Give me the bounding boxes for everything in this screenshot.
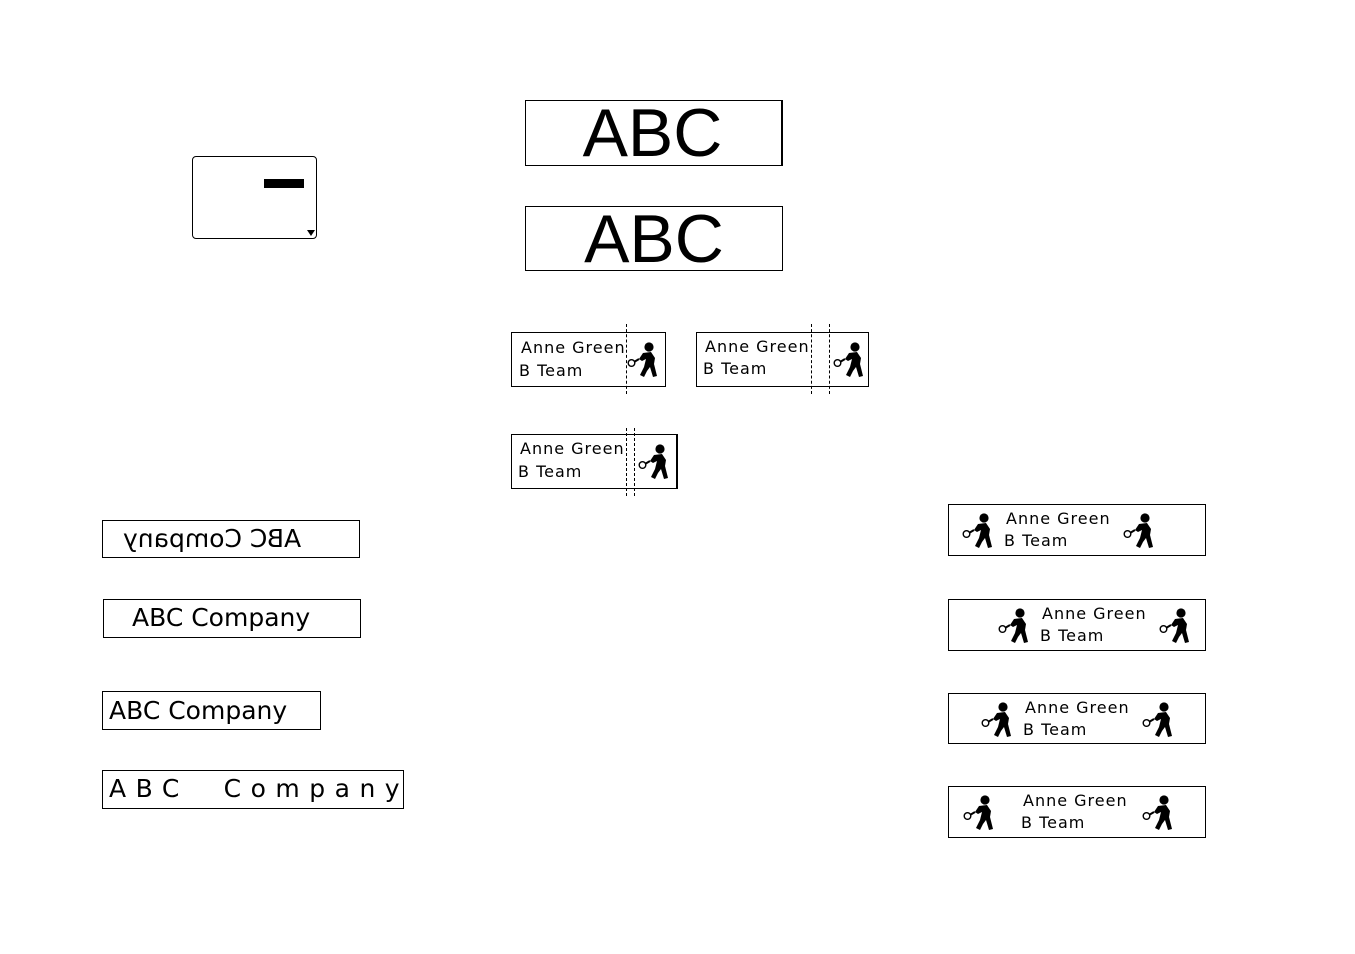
name-line-2: B Team [1040, 626, 1105, 645]
name-line-1: Anne Green [1006, 509, 1111, 528]
name-line-1: Anne Green [520, 439, 625, 458]
name-tag-cut-1: Anne Green B Team [511, 332, 666, 387]
company-label-tight: ABC Company [102, 691, 321, 730]
large-label-1: ABC [525, 95, 783, 171]
large-label-text: ABC [582, 95, 723, 171]
tennis-player-icon [1123, 513, 1157, 549]
company-label-normal: ABC Company [103, 599, 361, 638]
company-text: ABC Company [109, 696, 288, 725]
tennis-player-icon [833, 342, 867, 378]
name-line-1: Anne Green [1042, 604, 1147, 623]
company-text: ABC Company [132, 603, 311, 632]
down-triangle-icon [307, 230, 315, 236]
name-line-2: B Team [1021, 813, 1086, 832]
name-tag-cut-3: Anne Green B Team [511, 434, 678, 489]
tennis-player-icon [962, 513, 996, 549]
name-line-2: B Team [518, 462, 583, 481]
tennis-player-icon [638, 444, 672, 480]
lcd-display [192, 156, 317, 239]
large-label-text: ABC [584, 201, 724, 277]
tennis-player-icon [963, 795, 997, 831]
tennis-player-icon [1142, 702, 1176, 738]
company-label-mirror: ABC Company [102, 520, 360, 558]
name-line-2: B Team [1004, 531, 1069, 550]
name-line-1: Anne Green [1023, 791, 1128, 810]
name-tag-layout-4: Anne Green B Team [948, 786, 1206, 838]
company-text: ABC Company [123, 524, 302, 553]
name-line-1: Anne Green [705, 337, 810, 356]
cut-mark [634, 428, 635, 496]
company-text: ABC Company [109, 774, 410, 803]
tennis-player-icon [998, 608, 1032, 644]
cut-mark [626, 428, 627, 496]
name-tag-layout-2: Anne Green B Team [948, 599, 1206, 651]
tennis-player-icon [1159, 608, 1193, 644]
name-line-1: Anne Green [521, 338, 626, 357]
tennis-player-icon [981, 702, 1015, 738]
cut-mark [811, 324, 812, 394]
name-line-2: B Team [703, 359, 768, 378]
name-line-2: B Team [1023, 720, 1088, 739]
company-label-wide: ABC Company [102, 770, 404, 809]
name-tag-cut-2: Anne Green B Team [696, 332, 869, 387]
name-line-1: Anne Green [1025, 698, 1130, 717]
name-tag-layout-1: Anne Green B Team [948, 504, 1206, 556]
name-line-2: B Team [519, 361, 584, 380]
cut-mark [626, 324, 627, 394]
text-cursor [264, 179, 304, 188]
name-tag-layout-3: Anne Green B Team [948, 693, 1206, 744]
tennis-player-icon [627, 342, 661, 378]
large-label-2: ABC [525, 201, 783, 277]
tennis-player-icon [1142, 795, 1176, 831]
cut-mark [829, 324, 830, 394]
